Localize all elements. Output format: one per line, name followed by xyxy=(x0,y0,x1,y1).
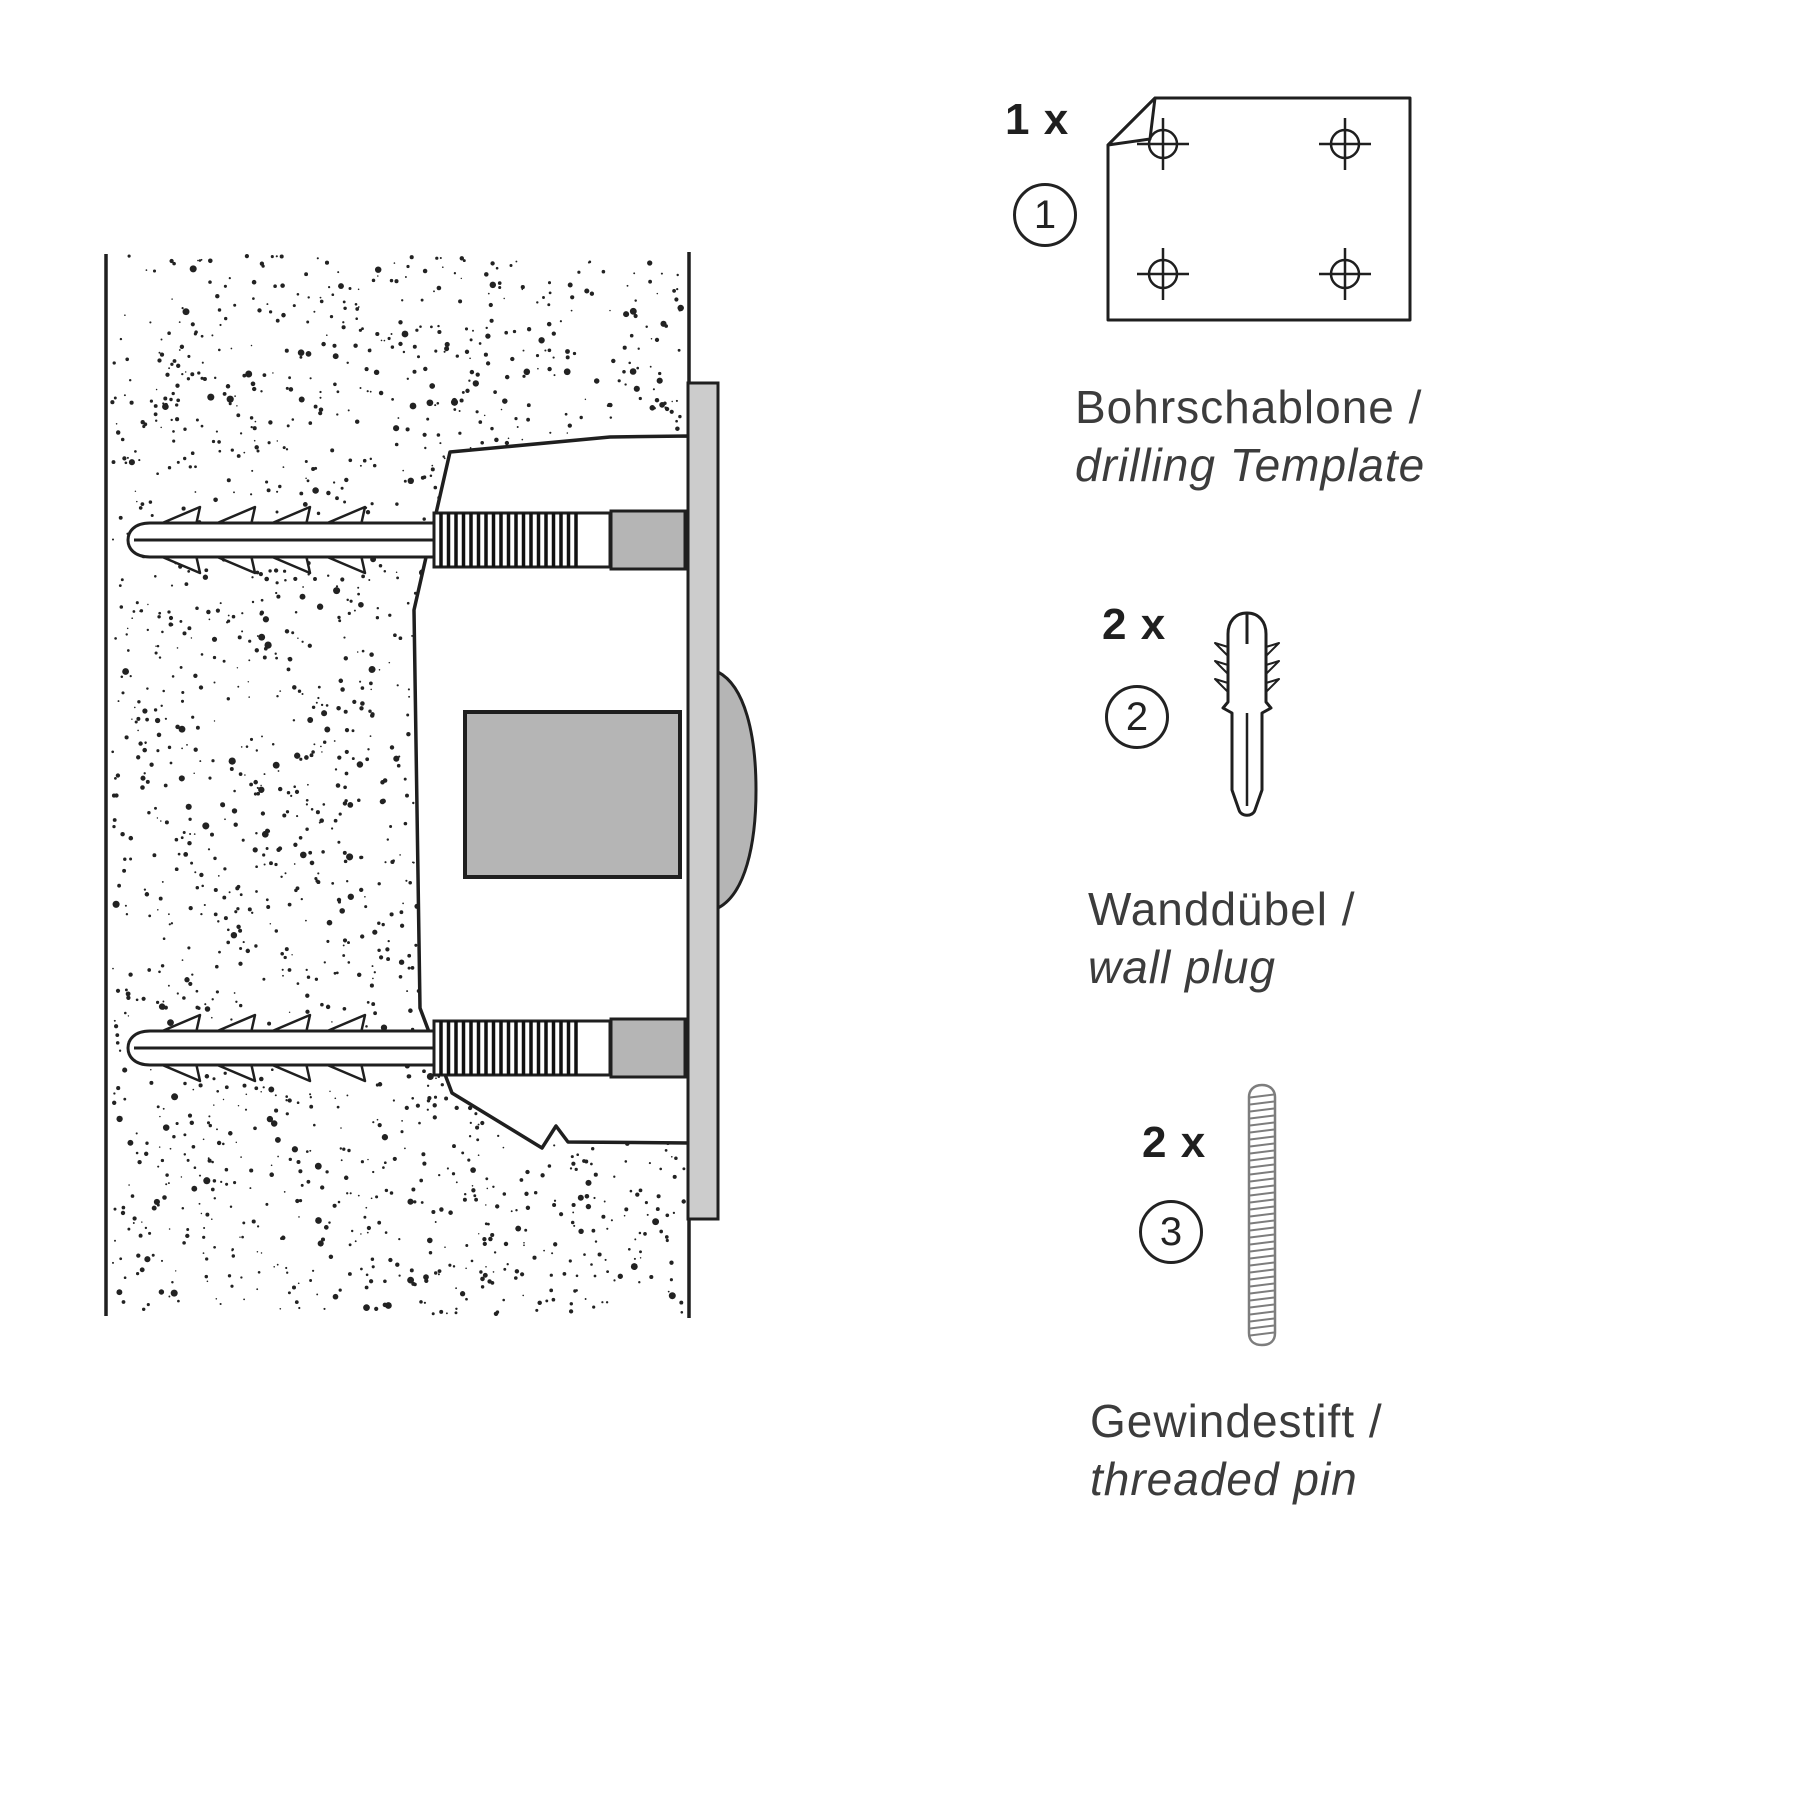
drilling-template-icon xyxy=(1106,96,1412,322)
part-label-de: Wanddübel / xyxy=(1088,883,1356,935)
part-quantity: 1 x xyxy=(1005,95,1070,144)
part-label-en: threaded pin xyxy=(1090,1453,1358,1505)
part-number-badge: 1 xyxy=(1013,183,1077,247)
part-label-en: wall plug xyxy=(1088,941,1276,993)
part-number-badge: 3 xyxy=(1139,1200,1203,1264)
fixture-core-block xyxy=(463,710,682,879)
part-label: Wanddübel / wall plug xyxy=(1088,880,1356,996)
threaded-pin-icon xyxy=(1247,1083,1277,1347)
part-label: Bohrschablone / drilling Template xyxy=(1075,378,1425,494)
part-label-de: Gewindestift / xyxy=(1090,1395,1383,1447)
part-quantity: 2 x xyxy=(1142,1118,1207,1167)
part-label: Gewindestift / threaded pin xyxy=(1090,1392,1383,1508)
part-number-badge: 2 xyxy=(1105,685,1169,749)
part-label-de: Bohrschablone / xyxy=(1075,381,1423,433)
upper-wall-plug xyxy=(126,505,687,575)
wall-plug-icon xyxy=(1214,611,1280,817)
wall-mounting-cross-section-diagram xyxy=(104,252,758,1318)
part-quantity: 2 x xyxy=(1102,600,1167,649)
fixture-bumper xyxy=(716,669,758,911)
mounting-plate xyxy=(686,381,720,1221)
part-label-en: drilling Template xyxy=(1075,439,1426,491)
lower-wall-plug xyxy=(126,1013,687,1083)
